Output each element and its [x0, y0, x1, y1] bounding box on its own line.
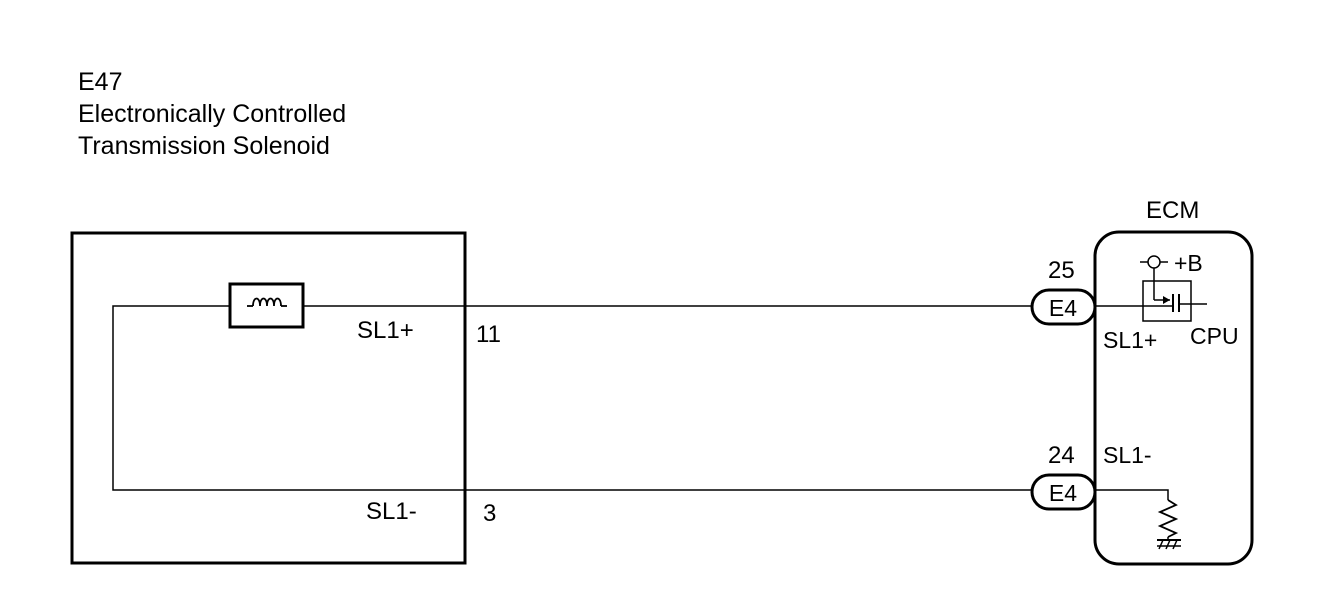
- solenoid-pin-plus-label: SL1+: [357, 317, 414, 344]
- component-name-line1: Electronically Controlled: [78, 100, 346, 128]
- connector-minus-pin-number: 24: [1048, 442, 1075, 469]
- solenoid-pin-plus-number: 11: [476, 321, 501, 348]
- ecm-signal-plus-label: SL1+: [1103, 327, 1157, 353]
- resistor-icon: [1157, 499, 1179, 540]
- connector-e4-minus: E4: [1030, 473, 1097, 511]
- ecm-signal-minus-label: SL1-: [1103, 442, 1152, 468]
- driver-transistor-icon: [1142, 280, 1207, 322]
- cpu-label: CPU: [1190, 323, 1239, 349]
- wire-sl1-minus: [112, 305, 1032, 491]
- ecm-title: ECM: [1146, 197, 1199, 224]
- solenoid-pin-minus-label: SL1-: [366, 498, 417, 525]
- supply-label: +B: [1174, 250, 1203, 276]
- solenoid-coil-icon: [228, 282, 305, 329]
- component-code: E47: [78, 68, 122, 96]
- component-name-line2: Transmission Solenoid: [78, 132, 330, 160]
- solenoid-box: [70, 231, 467, 565]
- connector-minus-code: E4: [1049, 480, 1077, 506]
- connector-plus-code: E4: [1049, 295, 1077, 321]
- battery-supply-icon: [1140, 255, 1168, 281]
- ecm-box: [1093, 230, 1254, 566]
- connector-e4-plus: E4: [1030, 288, 1097, 326]
- ecm-wire-minus: [1095, 489, 1169, 500]
- ground-icon: [1157, 539, 1181, 550]
- solenoid-pin-minus-number: 3: [483, 500, 496, 527]
- connector-plus-pin-number: 25: [1048, 257, 1075, 284]
